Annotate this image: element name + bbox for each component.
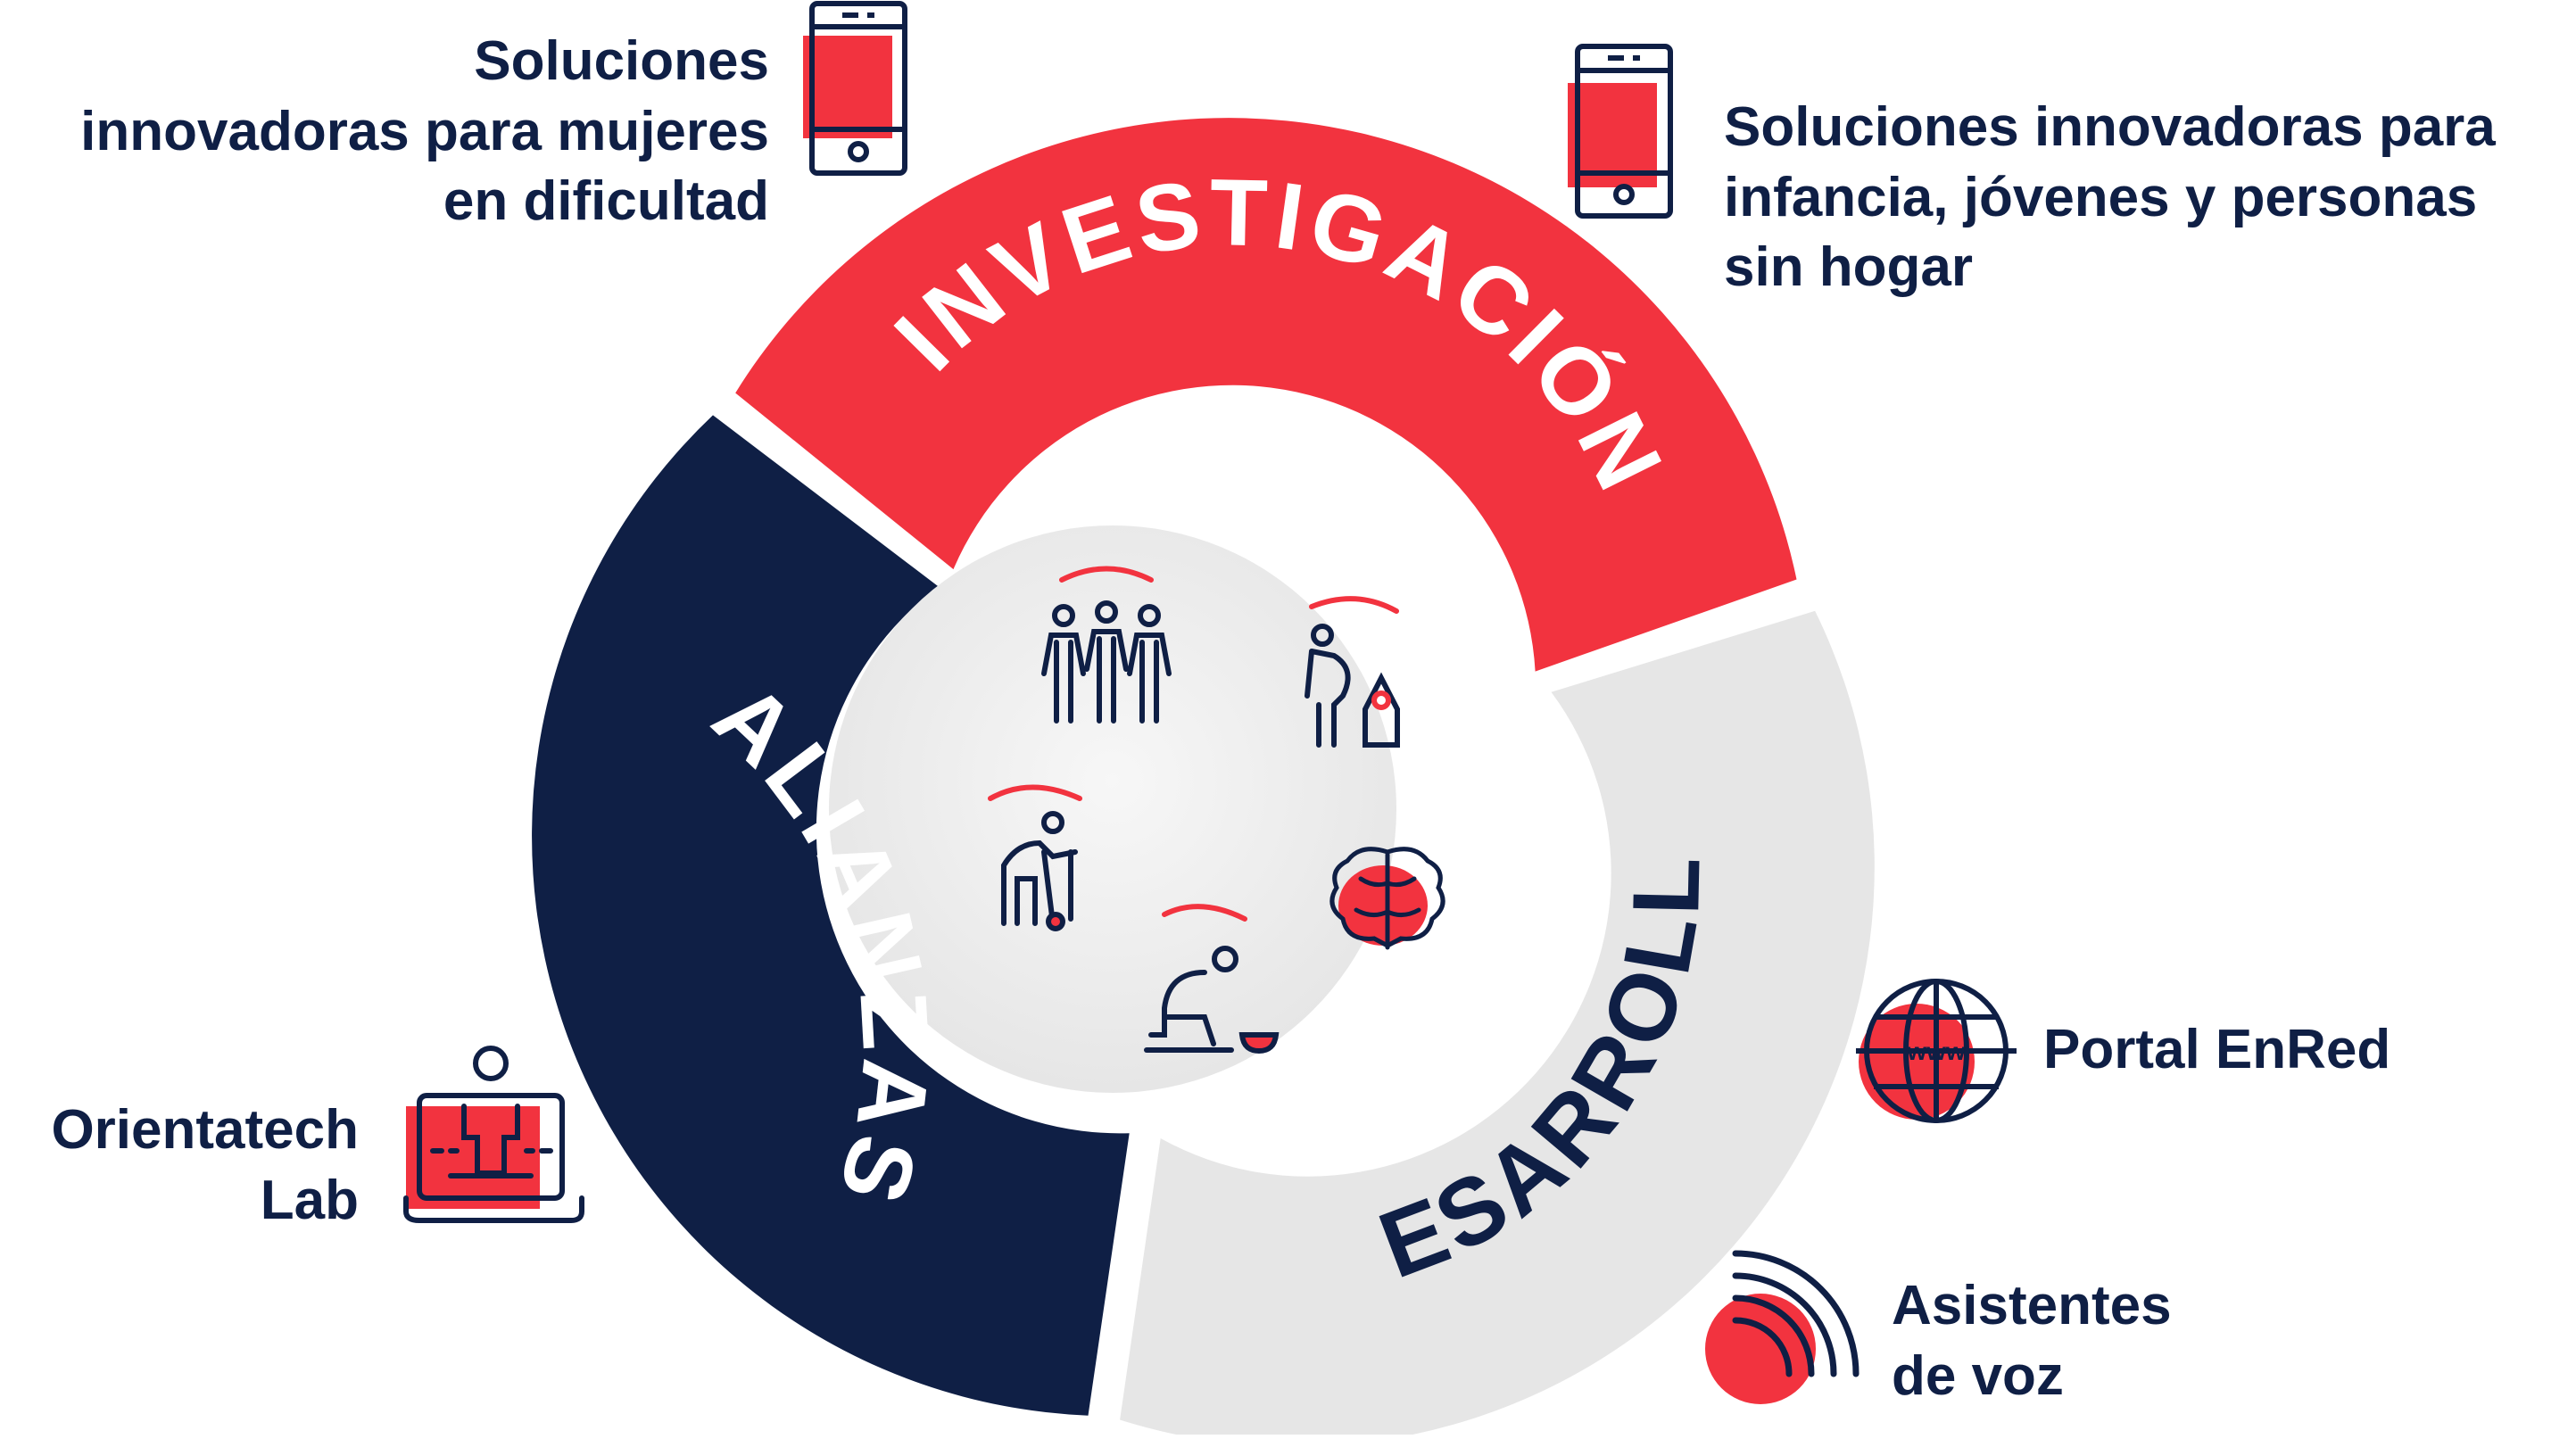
label-line: Asistentes — [1892, 1275, 2172, 1336]
pregnant-woman-baby-icon — [1305, 596, 1400, 748]
svg-text:www: www — [1906, 1038, 1966, 1065]
label-line: innovadoras para mujeres — [80, 100, 769, 162]
label-line: Portal EnRed — [2043, 1019, 2391, 1080]
label-line: Soluciones innovadoras para — [1724, 96, 2496, 158]
voice-waves-icon — [1705, 1250, 1860, 1404]
label-soluciones-mujeres: Soluciones innovadoras para mujeres en d… — [80, 27, 769, 237]
brain-icon — [1329, 847, 1445, 950]
segment-investigacion — [735, 118, 1797, 672]
label-line: infancia, jóvenes y personas — [1724, 166, 2478, 228]
globe-www-icon: www — [1856, 979, 2017, 1123]
label-line: Soluciones — [474, 30, 769, 92]
label-orientatech-lab: Orientatech Lab — [51, 1096, 359, 1236]
segment-desarrollo — [1120, 610, 1875, 1439]
elderly-walker-icon — [988, 784, 1082, 931]
label-line: Lab — [260, 1169, 359, 1231]
kneeling-person-bowl-icon — [1144, 904, 1280, 1054]
label-line: Orientatech — [51, 1099, 359, 1161]
label-line: sin hogar — [1724, 236, 1974, 299]
people-group-icon — [1041, 566, 1172, 724]
smartphone-icon-mujeres — [803, 1, 907, 176]
label-soluciones-infancia: Soluciones innovadoras para infancia, jó… — [1724, 93, 2496, 303]
label-line: en dificultad — [443, 170, 769, 233]
laptop-person-icon — [403, 1046, 584, 1223]
label-asistentes-de-voz: Asistentes de voz — [1892, 1271, 2172, 1411]
center-disc — [829, 525, 1396, 1093]
smartphone-icon-infancia — [1568, 44, 1673, 219]
label-portal-enred: Portal EnRed — [2043, 1015, 2390, 1086]
segment-alianzas — [532, 415, 1130, 1416]
label-line: de voz — [1892, 1344, 2064, 1407]
